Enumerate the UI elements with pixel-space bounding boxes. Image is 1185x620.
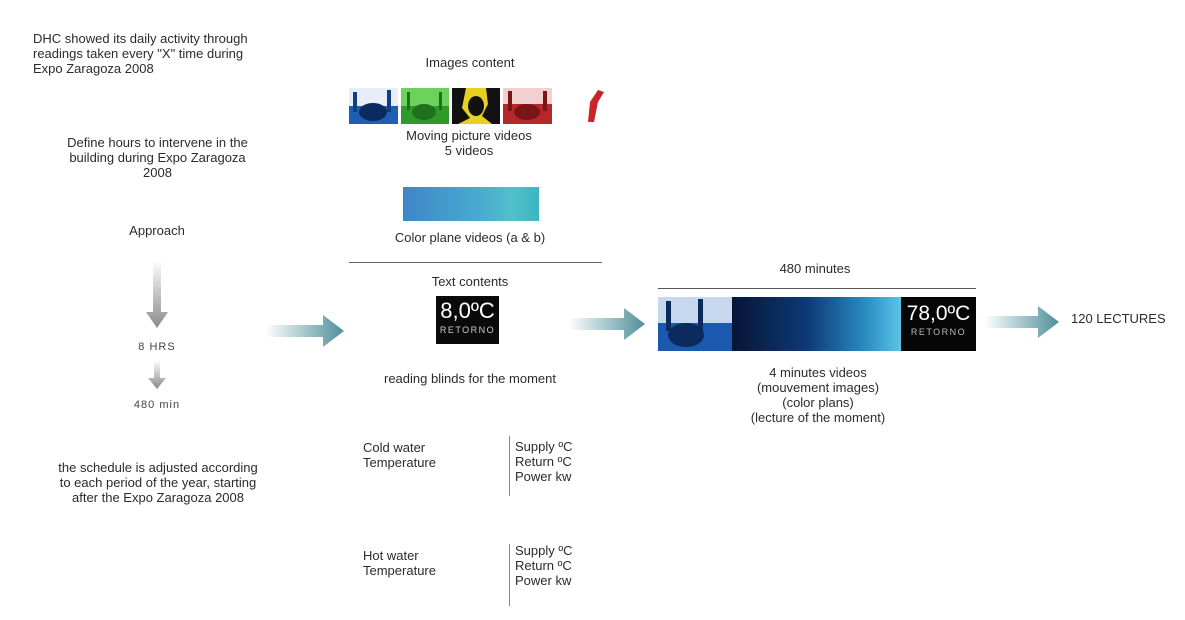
video-thumbnail-red-fragment	[580, 88, 606, 124]
right-arrow-icon	[568, 308, 645, 340]
video-strip-image	[658, 297, 732, 351]
reading-blind-small: 8,0ºC RETORNO	[436, 296, 499, 344]
schedule-text: the schedule is adjusted according to ea…	[58, 460, 258, 505]
blind-value: 78,0ºC	[906, 302, 971, 325]
video-description: 4 minutes videos (mouvement images) (col…	[750, 365, 886, 425]
images-content-label: Images content	[425, 55, 515, 70]
cold-water-label: Cold water Temperature	[363, 440, 436, 470]
video-strip-color-plane	[732, 297, 901, 351]
down-arrow-icon	[146, 260, 168, 328]
blind-label: RETORNO	[910, 327, 967, 337]
cold-water-divider	[509, 436, 510, 496]
down-arrow-small-icon	[148, 360, 166, 389]
approach-label: Approach	[129, 223, 185, 238]
color-plane-label: Color plane videos (a & b)	[394, 230, 546, 245]
reading-blind-large: 78,0ºC RETORNO	[901, 297, 976, 351]
text-contents-label: Text contents	[431, 274, 509, 289]
minutes-label: 480 min	[133, 399, 181, 411]
right-arrow-icon	[984, 306, 1059, 338]
duration-label: 480 minutes	[779, 261, 851, 276]
cold-water-metrics: Supply ºC Return ºC Power kw	[515, 439, 573, 484]
color-plane-swatch	[403, 187, 539, 221]
duration-line	[658, 288, 976, 289]
video-thumbnail-red	[503, 88, 552, 124]
moving-videos-label: Moving picture videos 5 videos	[406, 128, 532, 158]
video-thumbnail-blue	[349, 88, 398, 124]
hot-water-label: Hot water Temperature	[363, 548, 436, 578]
define-hours-text: Define hours to intervene in the buildin…	[67, 135, 248, 180]
video-thumbnail-yellow	[452, 88, 500, 124]
section-divider	[349, 262, 602, 263]
intro-text: DHC showed its daily activity through re…	[33, 31, 248, 76]
hours-label: 8 HRS	[138, 341, 176, 353]
hot-water-divider	[509, 544, 510, 606]
blind-label: RETORNO	[439, 325, 496, 335]
video-strip: 78,0ºC RETORNO	[658, 297, 976, 351]
result-label: 120 LECTURES	[1071, 311, 1166, 326]
blind-value: 8,0ºC	[440, 298, 495, 323]
hot-water-metrics: Supply ºC Return ºC Power kw	[515, 543, 573, 588]
reading-blinds-label: reading blinds for the moment	[384, 371, 556, 386]
right-arrow-icon	[265, 315, 344, 347]
video-thumbnail-green	[401, 88, 449, 124]
